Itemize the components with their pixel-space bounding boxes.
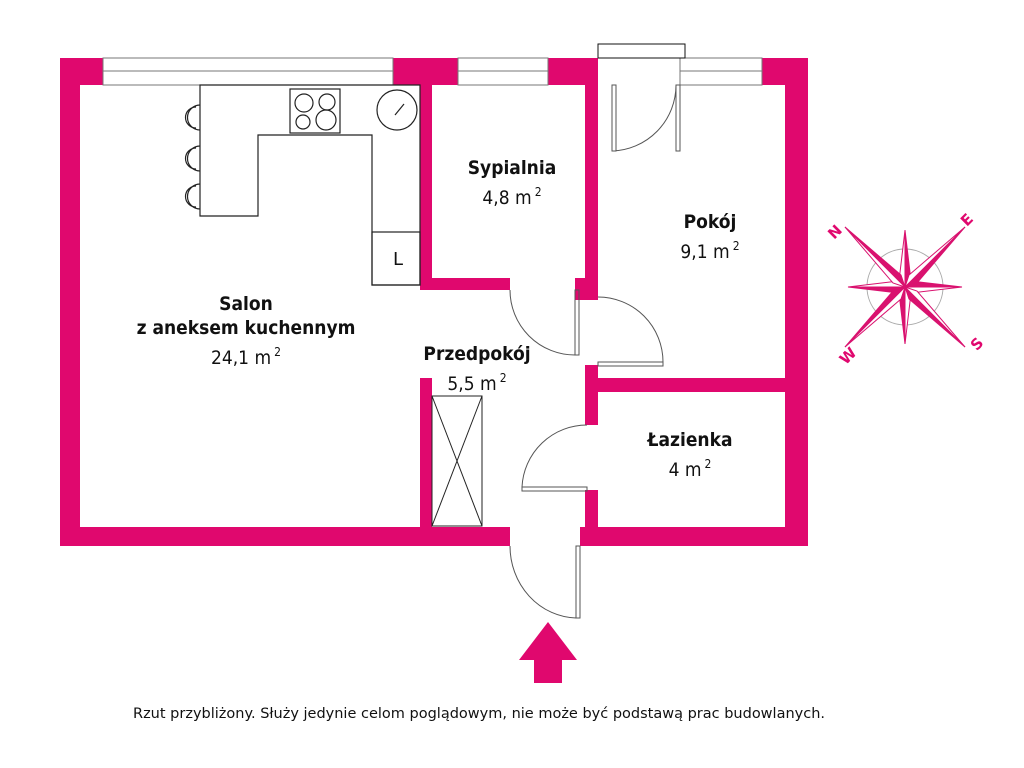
- kitchen: [184, 84, 421, 286]
- compass-n: N: [824, 221, 846, 243]
- walls: [60, 58, 808, 546]
- area-sup: 2: [704, 457, 712, 471]
- room-area: 9,1 m: [680, 241, 730, 263]
- fridge: [371, 231, 421, 286]
- doors: [509, 43, 686, 619]
- stool-icons: [184, 104, 201, 210]
- area-sup: 2: [534, 185, 542, 199]
- disclaimer: Rzut przybliżony. Służy jedynie celom po…: [133, 706, 825, 722]
- closet: [431, 395, 483, 527]
- entrance-arrow-icon: [519, 622, 577, 683]
- sink-icon: [376, 89, 418, 131]
- area-sup: 2: [274, 345, 282, 359]
- compass-rose-icon: N E S W: [824, 210, 987, 368]
- area-sup: 2: [499, 371, 507, 385]
- compass-s: S: [967, 334, 987, 354]
- room-area: 5,5 m: [447, 373, 497, 395]
- room-area: 4 m: [668, 459, 702, 481]
- room-name: Przedpokój: [423, 343, 531, 365]
- stove-icon: [289, 88, 341, 134]
- area-sup: 2: [732, 239, 740, 253]
- room-name: Łazienka: [647, 429, 733, 451]
- fridge-label: L: [393, 249, 403, 270]
- compass-w: W: [836, 343, 861, 368]
- room-name: Sypialnia: [467, 157, 557, 179]
- room-name-line2: z aneksem kuchennym: [136, 317, 356, 339]
- compass-e: E: [957, 210, 977, 230]
- windows: [102, 57, 763, 86]
- room-area: 24,1 m: [210, 347, 272, 369]
- room-name: Pokój: [683, 211, 737, 233]
- room-name: Salon: [219, 293, 273, 315]
- room-area: 4,8 m: [482, 187, 532, 209]
